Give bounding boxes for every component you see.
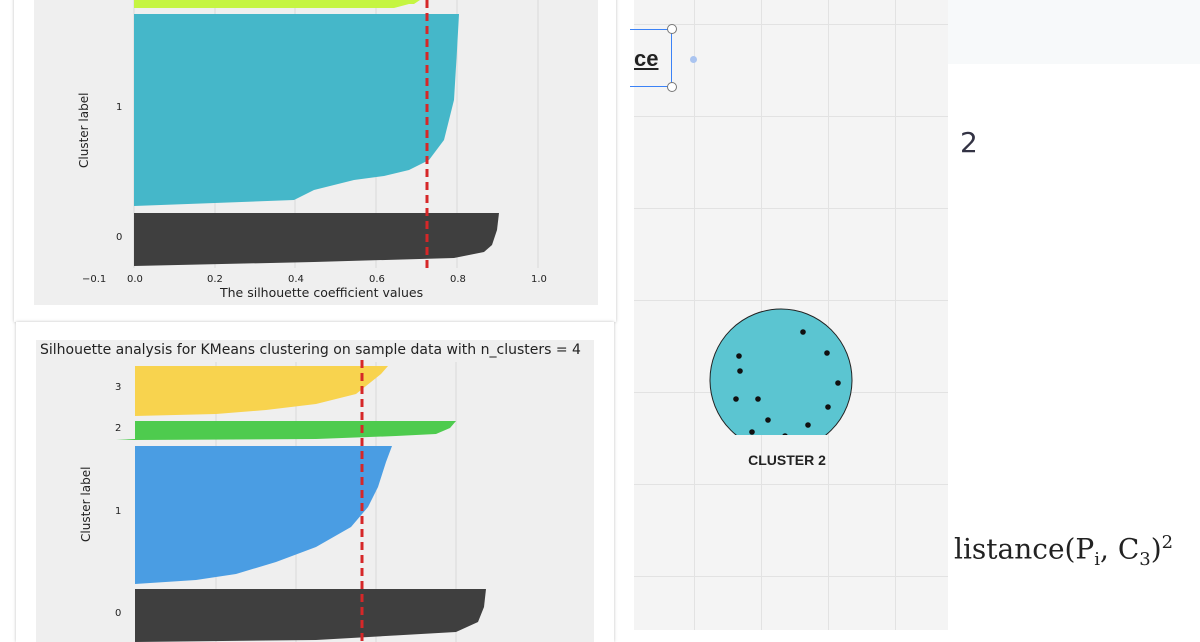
x-tick-label: 1.0 (531, 274, 547, 285)
x-tick-label: 0.4 (288, 274, 304, 285)
data-point (736, 353, 742, 359)
data-point (765, 417, 771, 423)
silhouette-plot-card-top: 1 0 Cluster label −0.1 0.0 0.2 0.4 0.6 0… (14, 0, 616, 322)
cluster-tick-label: 0 (115, 608, 121, 619)
connector-dot[interactable] (690, 56, 697, 63)
data-point (805, 422, 811, 428)
formula-subscript: i (1094, 548, 1101, 570)
silhouette-chart-top: 1 0 Cluster label −0.1 0.0 0.2 0.4 0.6 0… (77, 0, 547, 300)
x-axis-label: The silhouette coefficient values (219, 285, 423, 300)
silhouette-plot-card-bottom: Silhouette analysis for KMeans clusterin… (16, 322, 614, 642)
data-point (824, 350, 830, 356)
x-tick-label: −0.1 (82, 274, 106, 285)
formula-end: ) (1150, 532, 1162, 566)
data-point (749, 429, 755, 435)
data-point (755, 396, 761, 402)
cluster-2-diagram[interactable] (704, 305, 864, 435)
silhouette-chart-bottom: 3 2 1 0 Cluster label (79, 360, 486, 642)
y-axis-label: Cluster label (77, 93, 91, 168)
x-tick-label: 0.8 (450, 274, 466, 285)
cluster-label: CLUSTER 2 (748, 452, 826, 468)
resize-handle[interactable] (667, 82, 677, 92)
silhouette-cluster-1 (135, 446, 392, 584)
silhouette-cluster-1 (134, 14, 459, 206)
cluster-tick-label: 3 (115, 382, 121, 393)
selected-text-box[interactable] (630, 29, 672, 87)
resize-handle[interactable] (667, 24, 677, 34)
partial-text-label[interactable]: ce (634, 46, 659, 71)
cluster-tick-label: 2 (115, 423, 121, 434)
formula-main: listance(P (954, 532, 1095, 566)
right-document-panel: 2 listance(Pi, C3)2 (948, 0, 1200, 630)
formula-mid: , C (1100, 532, 1140, 566)
silhouette-cluster-3 (135, 366, 388, 416)
panel-header-area (948, 0, 1200, 64)
x-tick-label: 0.2 (207, 274, 223, 285)
silhouette-cluster-2 (116, 421, 456, 440)
silhouette-cluster-2 (114, 0, 420, 8)
cluster-circle[interactable] (709, 308, 853, 435)
cluster-tick-label: 1 (116, 102, 122, 113)
x-tick-label: 0.6 (369, 274, 385, 285)
silhouette-cluster-0 (134, 213, 499, 266)
formula-subscript: 3 (1139, 548, 1151, 570)
x-tick-label: 0.0 (127, 274, 143, 285)
data-point (737, 368, 743, 374)
data-point (782, 433, 788, 435)
data-point (800, 329, 806, 335)
formula-superscript: 2 (1161, 532, 1174, 553)
cluster-tick-label: 0 (116, 232, 122, 243)
chart-title: Silhouette analysis for KMeans clusterin… (40, 342, 581, 358)
formula-number: 2 (960, 126, 978, 159)
data-point (825, 404, 831, 410)
cluster-tick-label: 1 (115, 506, 121, 517)
distance-formula: listance(Pi, C3)2 (954, 532, 1173, 570)
data-point (733, 396, 739, 402)
silhouette-cluster-0 (135, 589, 486, 642)
whiteboard-canvas[interactable]: ce CLUSTER 2 (630, 0, 948, 630)
data-point (835, 380, 841, 386)
y-axis-label: Cluster label (79, 467, 93, 542)
